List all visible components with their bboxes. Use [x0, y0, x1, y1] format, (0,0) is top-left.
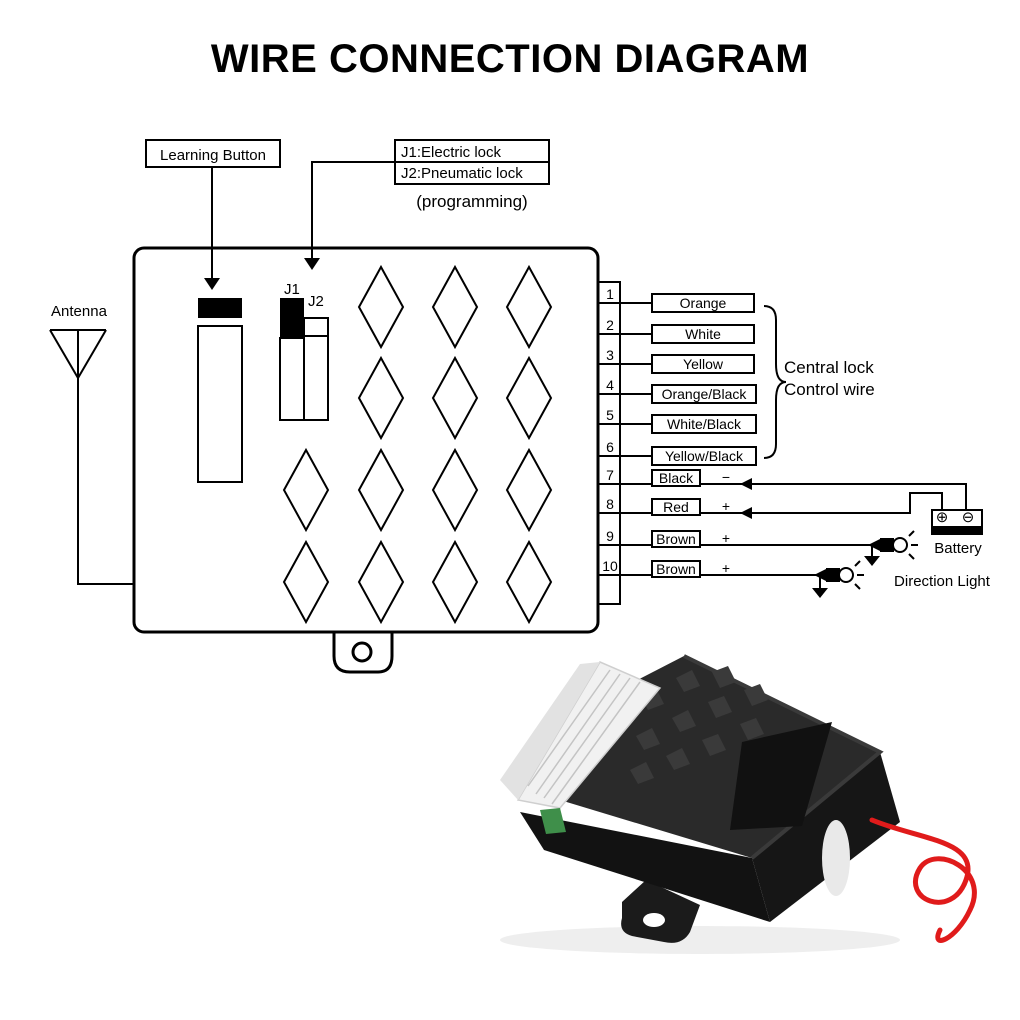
battery-negative: ⊖	[962, 509, 975, 526]
diamond-shape	[431, 447, 479, 533]
wire-color-box	[651, 324, 755, 344]
polarity-sign: +	[722, 530, 730, 546]
pin-number: 1	[606, 286, 614, 302]
diamond-shape	[431, 539, 479, 625]
diamond-shape	[357, 264, 405, 350]
jumper-j2-cap[interactable]	[303, 317, 329, 337]
wire-color-label: Yellow/Black	[665, 448, 744, 464]
arrow-left-icon	[740, 507, 752, 519]
jumper-j2	[303, 335, 329, 421]
j1-label: J1	[284, 281, 300, 298]
pin-number: 2	[606, 317, 614, 333]
pin-number: 8	[606, 496, 614, 512]
pin-number: 7	[606, 467, 614, 483]
wire-color-box	[651, 354, 755, 374]
direction-light-label: Direction Light	[894, 573, 991, 590]
light-bulb-icon	[864, 530, 918, 566]
learning-button-label: Learning Button	[160, 147, 266, 164]
arrow-left-icon	[740, 478, 752, 490]
jumper-j1	[279, 337, 305, 421]
wire-color-box	[651, 469, 701, 487]
product-photo	[500, 654, 977, 954]
wire-color-box	[651, 414, 757, 434]
programming-note: (programming)	[416, 192, 527, 211]
diamond-shape	[357, 355, 405, 441]
diamond-shape	[505, 447, 553, 533]
pin-number: 4	[606, 377, 614, 393]
wire-color-box	[651, 498, 701, 516]
wire-color-label: White	[685, 326, 721, 342]
diamond-pattern	[282, 264, 553, 625]
pin-number: 3	[606, 347, 614, 363]
wire-color-label: Red	[663, 499, 689, 515]
battery-pos-wire	[745, 492, 943, 514]
red-wire	[869, 817, 977, 943]
light-bulb-icon	[812, 560, 864, 598]
wire-color-label: Brown	[656, 531, 696, 547]
diagram-title: WIRE CONNECTION DIAGRAM	[211, 37, 809, 81]
diamond-shape	[431, 355, 479, 441]
j2-label: J2	[308, 293, 324, 310]
wire-color-label: Yellow	[683, 356, 724, 372]
jumper-line-1: J1:Electric lock	[401, 144, 502, 161]
pin-number: 10	[602, 558, 618, 574]
pin-number: 6	[606, 439, 614, 455]
battery-label: Battery	[934, 540, 982, 557]
central-lock-bracket	[763, 305, 787, 459]
polarity-sign: −	[722, 469, 730, 485]
antenna-wire	[77, 378, 134, 585]
battery-icon: ⊕ ⊖	[931, 509, 983, 535]
diamond-shape	[282, 447, 330, 533]
jumper-j1-cap[interactable]	[280, 298, 304, 338]
wire-color-label: Orange	[680, 295, 727, 311]
arrow-down-icon	[304, 258, 320, 270]
diamond-shape	[357, 539, 405, 625]
diamond-shape	[357, 447, 405, 533]
jumper-line-2: J2:Pneumatic lock	[401, 165, 523, 182]
mounting-tab	[332, 632, 394, 674]
wire-color-label: Brown	[656, 561, 696, 577]
pin-number: 5	[606, 407, 614, 423]
central-lock-line-2: Control wire	[784, 380, 875, 399]
wire-color-box	[651, 384, 757, 404]
battery-neg-wire	[745, 483, 967, 510]
diamond-shape	[431, 264, 479, 350]
wire-color-label: Black	[659, 470, 694, 486]
diamond-shape	[505, 264, 553, 350]
antenna-icon	[49, 329, 107, 379]
polarity-sign: +	[722, 560, 730, 576]
arrow-down-icon	[204, 278, 220, 290]
pin-number: 9	[606, 528, 614, 544]
wire-color-label: Orange/Black	[662, 386, 748, 402]
central-lock-line-1: Central lock	[784, 358, 874, 377]
learning-button[interactable]	[198, 298, 242, 318]
diamond-shape	[505, 539, 553, 625]
diamond-shape	[282, 539, 330, 625]
wire-color-box	[651, 446, 757, 466]
wire-color-box	[651, 560, 701, 578]
battery-positive: ⊕	[936, 509, 949, 526]
antenna-label: Antenna	[51, 303, 108, 320]
pin-connector-strip	[597, 281, 621, 605]
diamond-shape	[505, 355, 553, 441]
wire-color-label: White/Black	[667, 416, 742, 432]
wire-color-box	[651, 293, 755, 313]
polarity-sign: +	[722, 498, 730, 514]
wire-color-box	[651, 530, 701, 548]
learning-button-housing	[197, 325, 243, 483]
